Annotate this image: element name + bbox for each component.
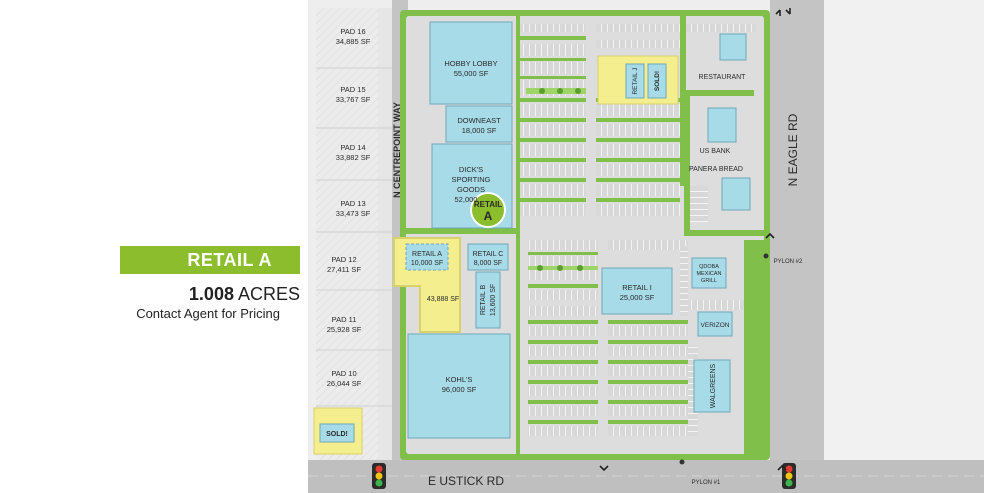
pad-14-name: PAD 14 xyxy=(340,143,365,152)
retail-b-name: RETAIL B xyxy=(480,284,487,315)
landscape-islands xyxy=(406,16,764,454)
retail-i-sf: 25,000 SF xyxy=(620,293,655,302)
acreage-value: 1.008 xyxy=(188,284,234,304)
acreage-unit: ACRES xyxy=(237,284,300,304)
access-arrow-bottom-icon xyxy=(599,465,609,472)
retail-c-sf: 8,000 SF xyxy=(474,260,502,267)
building-labels: HOBBY LOBBY 55,000 SF DOWNEAST 18,000 SF… xyxy=(326,59,746,438)
qdoba-line-3: GRILL xyxy=(701,278,717,284)
pad-16-name: PAD 16 xyxy=(340,27,365,36)
tree-medians xyxy=(526,88,598,271)
downeast-building xyxy=(445,105,513,143)
qdoba-building xyxy=(691,257,727,289)
hobby-lobby-sf: 55,000 SF xyxy=(454,69,489,78)
banner-title: RETAIL A xyxy=(187,250,272,270)
retail-b-building xyxy=(475,271,501,329)
pad-14-sf: 33,882 SF xyxy=(336,153,371,162)
retail-j-name: RETAIL J xyxy=(632,67,639,94)
walgreens-building xyxy=(693,359,731,413)
retail-a-callout: RETAIL A xyxy=(470,192,506,228)
qdoba-line-2: MEXICAN xyxy=(696,271,721,277)
pad-15-name: PAD 15 xyxy=(340,85,365,94)
us-bank-name: US BANK xyxy=(700,148,731,155)
retail-c-name: RETAIL C xyxy=(473,251,504,258)
buildings xyxy=(313,21,751,455)
verizon-building xyxy=(697,311,733,337)
pad-16-sf: 34,885 SF xyxy=(336,37,371,46)
access-arrow-right-icon xyxy=(765,232,775,239)
kohls-sf: 96,000 SF xyxy=(442,385,477,394)
pad-10-sf: 26,044 SF xyxy=(327,379,362,388)
qdoba-line-1: QDOBA xyxy=(699,264,719,270)
retail-i-name: RETAIL I xyxy=(622,283,652,292)
pylon-1-label: PYLON #1 xyxy=(692,480,721,486)
retail-c-building xyxy=(467,243,509,271)
eagle-road xyxy=(770,0,824,460)
downeast-sf: 18,000 SF xyxy=(462,126,497,135)
kohls-name: KOHL'S xyxy=(446,375,473,384)
pad-10-name: PAD 10 xyxy=(331,369,356,378)
downeast-name: DOWNEAST xyxy=(457,116,501,125)
us-bank-building xyxy=(707,107,737,143)
eagle-label: N EAGLE RD xyxy=(786,113,800,186)
retail-i-building xyxy=(601,267,673,315)
verizon-name: VERIZON xyxy=(701,322,730,329)
access-arrow-top-2-icon xyxy=(785,8,791,15)
walgreens-name: WALGREENS xyxy=(710,363,717,408)
site-map: RETAIL A PAD 16 34,885 SF PAD 15 33,767 … xyxy=(308,0,984,493)
pad-13-name: PAD 13 xyxy=(340,199,365,208)
pad-12-sf: 27,411 SF xyxy=(327,265,361,274)
panera-name: PANERA BREAD xyxy=(689,166,743,173)
pad-12-name: PAD 12 xyxy=(331,255,356,264)
site-map-svg: RETAIL A PAD 16 34,885 SF PAD 15 33,767 … xyxy=(308,0,984,493)
retail-a-building xyxy=(405,243,449,271)
callout-line-1: RETAIL xyxy=(474,200,502,209)
pylons: PYLON #2 PYLON #1 xyxy=(679,253,803,486)
pad-labels: PAD 16 34,885 SF PAD 15 33,767 SF PAD 14… xyxy=(327,27,371,388)
retail-j-sold: SOLD! xyxy=(654,71,661,91)
retail-j-building xyxy=(625,63,645,99)
pad-11-sf: 25,928 SF xyxy=(327,325,362,334)
pad-10-sold-building xyxy=(319,423,355,443)
callout-line-2: A xyxy=(484,209,493,223)
traffic-signal-left-icon xyxy=(372,463,386,489)
hobby-lobby-name: HOBBY LOBBY xyxy=(444,59,497,68)
pad-13-sf: 33,473 SF xyxy=(336,209,371,218)
retail-a-sf: 10,000 SF xyxy=(411,260,443,267)
restaurant-building xyxy=(719,33,747,61)
pad-11-name: PAD 11 xyxy=(332,315,357,324)
pad-10-sold-label: SOLD! xyxy=(326,431,348,438)
pricing-note: Contact Agent for Pricing xyxy=(136,306,280,321)
kohls-building xyxy=(407,333,511,439)
hobby-lobby-building xyxy=(429,21,513,105)
dicks-sf: 52,000 xyxy=(455,195,478,204)
retail-a-banner: RETAIL A xyxy=(120,246,300,274)
retail-j-sold-building xyxy=(647,63,667,99)
access-arrow-bottom-right-icon xyxy=(777,464,787,471)
centrepoint-label: N CENTREPOINT WAY xyxy=(392,102,402,198)
dicks-name-2: SPORTING xyxy=(451,175,490,184)
ustick-label: E USTICK RD xyxy=(428,474,504,488)
retail-a-name: RETAIL A xyxy=(412,251,442,258)
access-arrows xyxy=(599,8,791,472)
access-arrow-top-icon xyxy=(775,9,781,16)
pad-strip xyxy=(316,8,378,460)
pad-15-sf: 33,767 SF xyxy=(336,95,371,104)
pylon-2-label: PYLON #2 xyxy=(774,259,803,265)
retail-b-sf: 13,600 SF xyxy=(490,284,497,316)
dicks-name-3: GOODS xyxy=(457,185,485,194)
restaurant-name: RESTAURANT xyxy=(699,74,747,81)
panera-building xyxy=(721,177,751,211)
retail-a-lot-sf: 43,888 SF xyxy=(427,296,459,303)
acreage: 1.008 ACRES xyxy=(160,284,300,305)
dicks-name-1: DICK'S xyxy=(459,165,483,174)
traffic-signal-right-icon xyxy=(782,463,796,489)
